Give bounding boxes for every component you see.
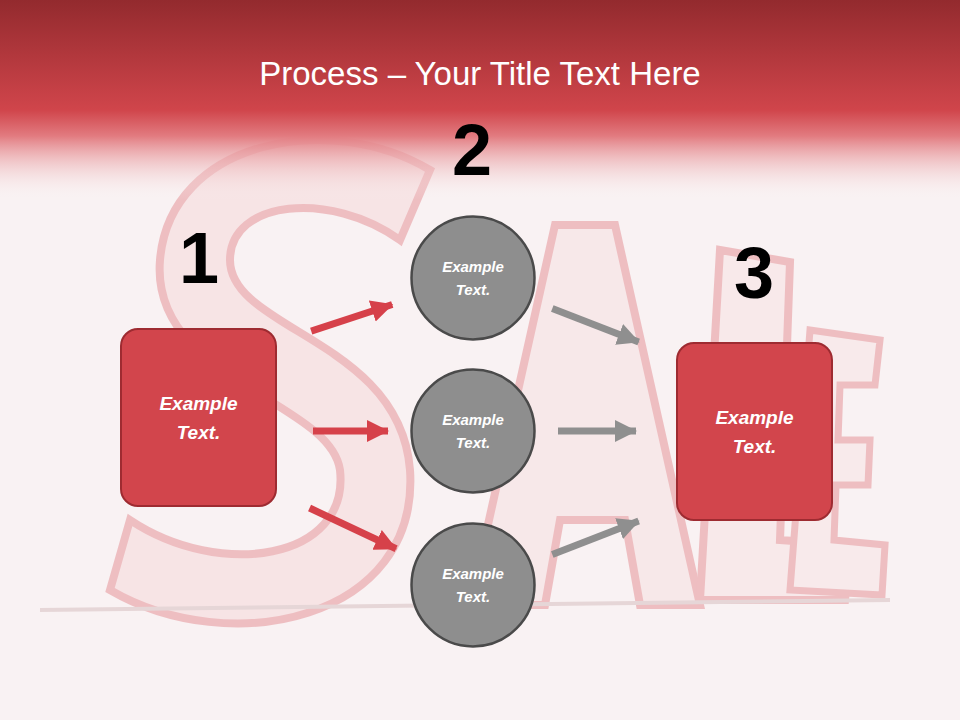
process-box: Example Text. — [676, 342, 833, 521]
flow-arrow — [552, 521, 638, 554]
node-text: Example Text. — [431, 408, 515, 454]
circle-outline — [410, 215, 536, 341]
flow-arrow — [311, 305, 392, 332]
node-text: Example Text. — [148, 389, 249, 447]
circle-outline — [410, 522, 536, 648]
circle-outline — [410, 368, 536, 494]
node-text: Example Text. — [431, 255, 515, 301]
process-circle: Example Text. — [410, 368, 536, 494]
process-circle: Example Text. — [410, 522, 536, 648]
flow-arrow — [558, 428, 636, 435]
flow-arrow — [552, 309, 638, 342]
slide-title: Process – Your Title Text Here — [0, 52, 960, 96]
node-text: Example Text. — [431, 562, 515, 608]
flow-arrow — [310, 508, 397, 549]
callout-number: 2 — [452, 110, 492, 190]
process-circle: Example Text. — [410, 215, 536, 341]
callout-number: 1 — [179, 218, 219, 298]
callout-number: 3 — [734, 233, 774, 313]
process-box: Example Text. — [120, 328, 277, 507]
title-band — [0, 0, 960, 200]
flow-arrow — [313, 428, 388, 435]
node-text: Example Text. — [704, 403, 805, 461]
